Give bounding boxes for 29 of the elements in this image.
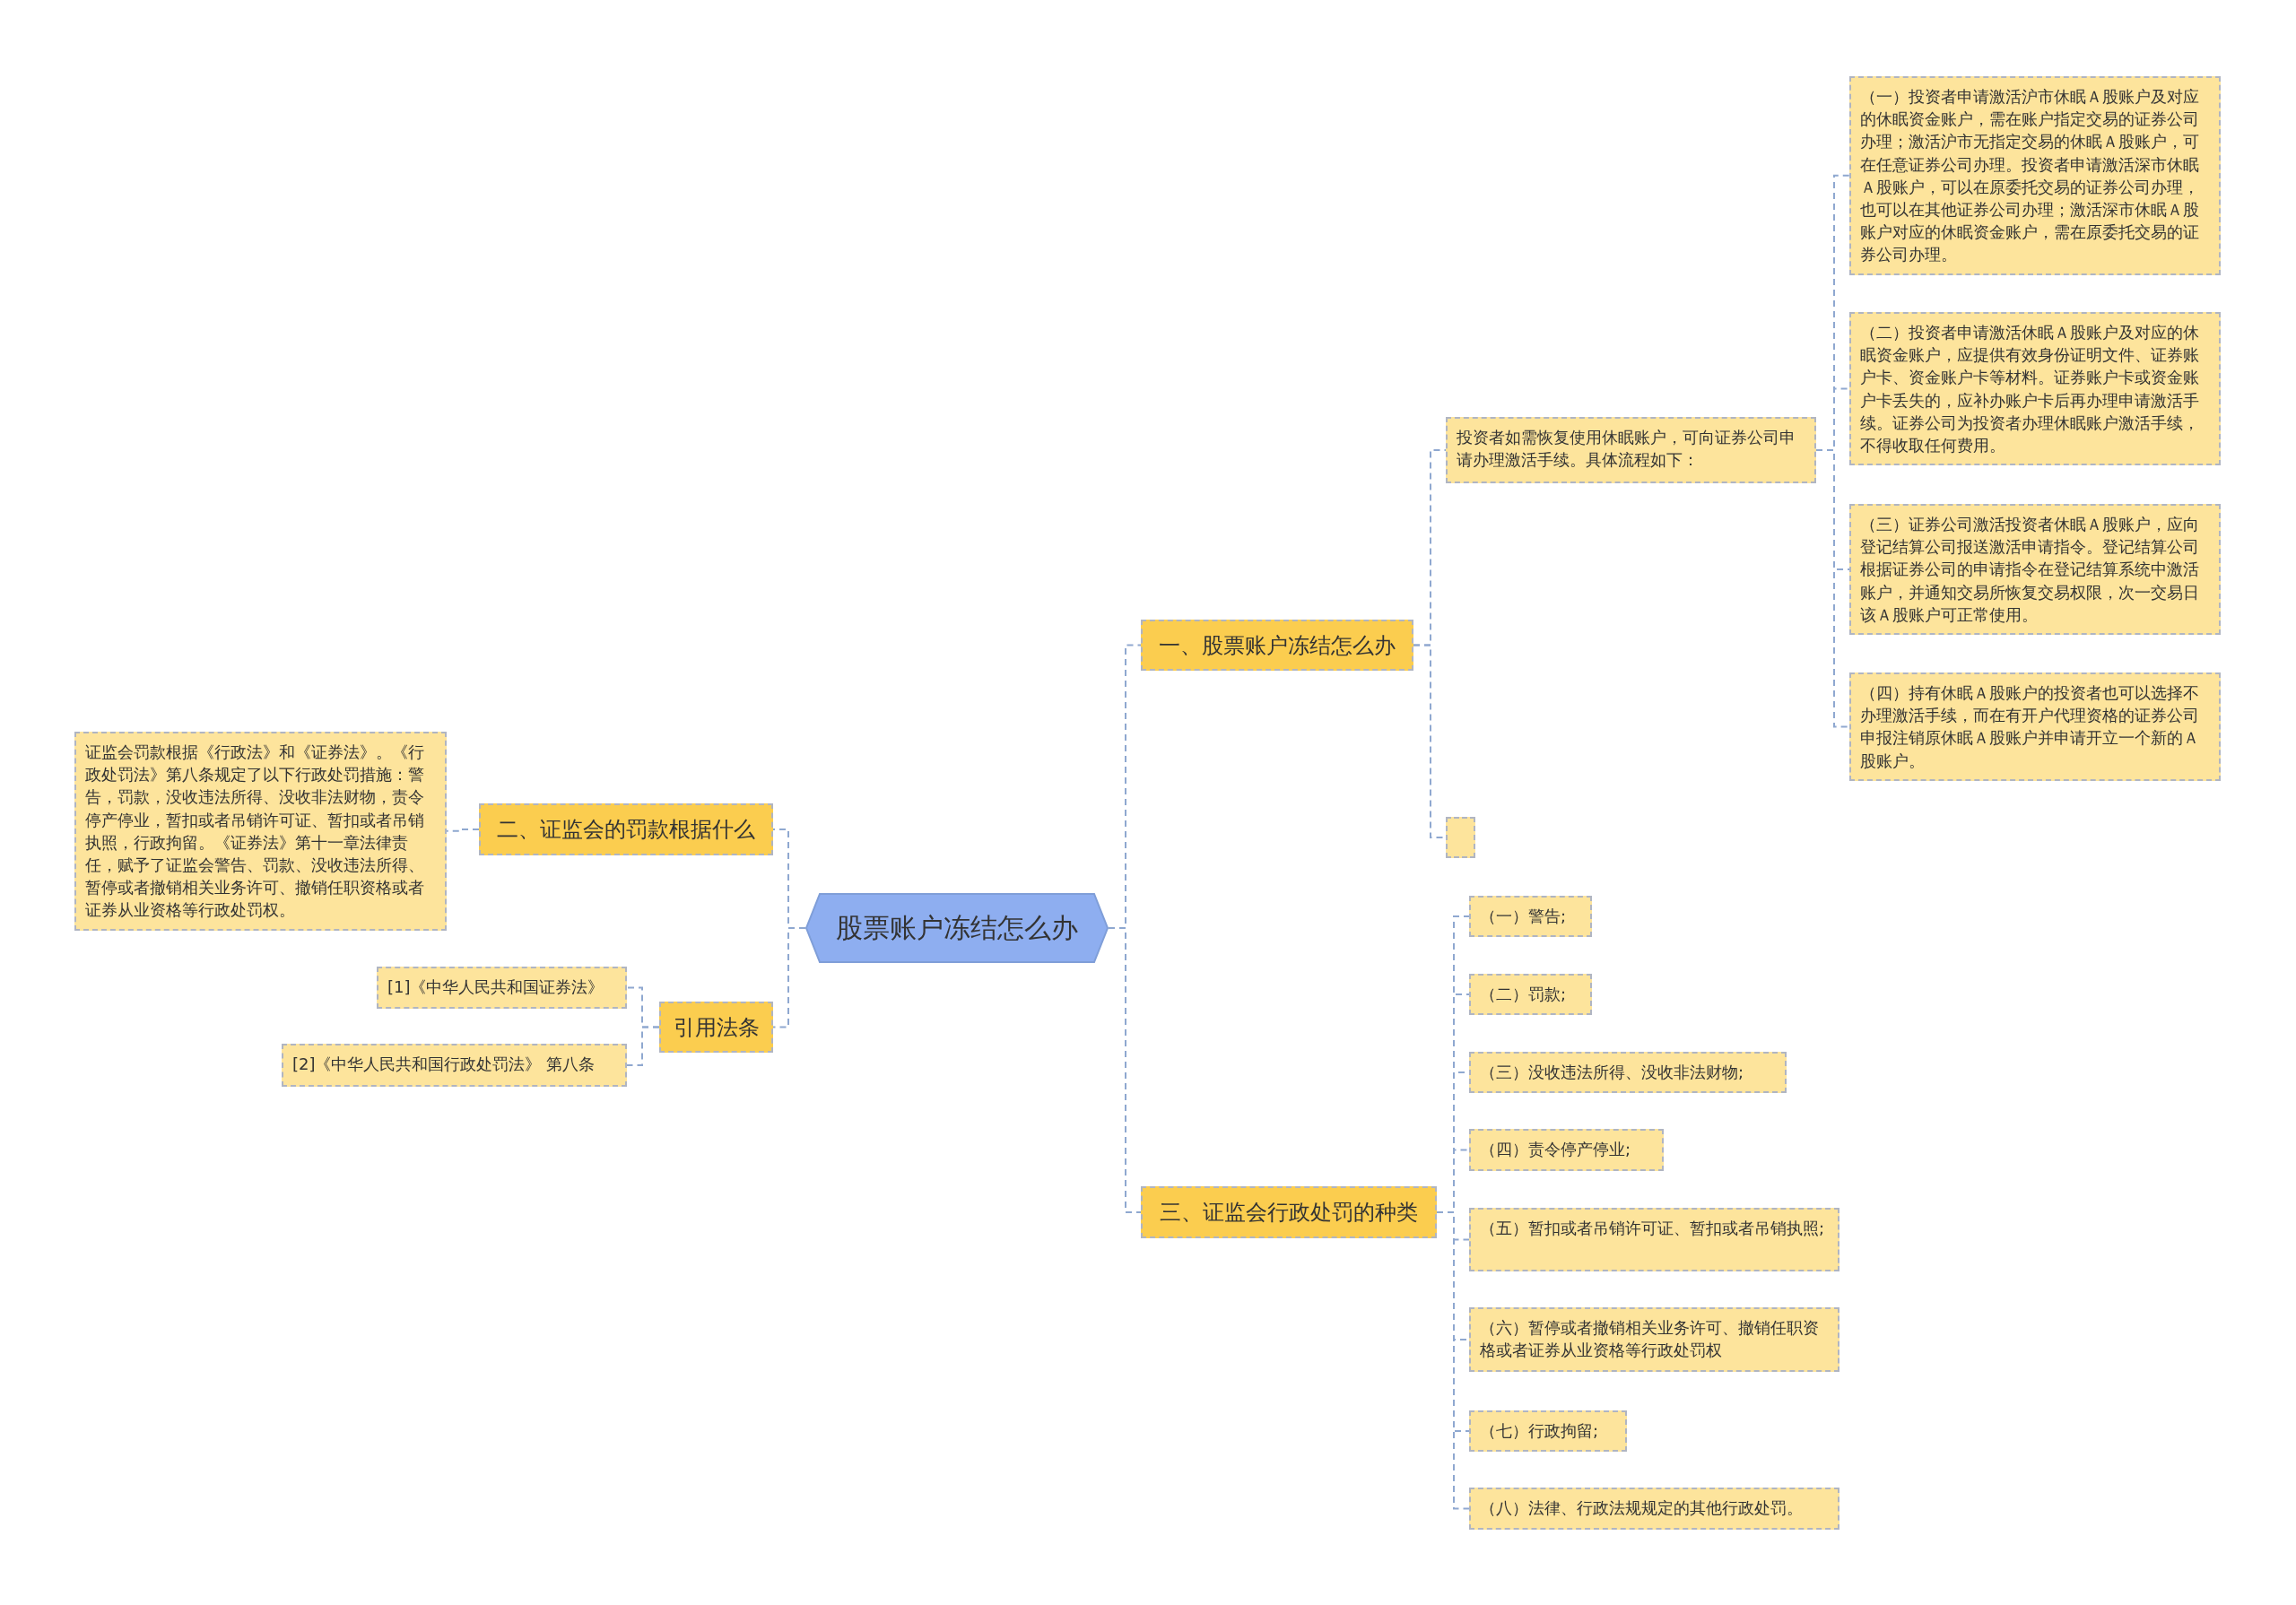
- note-box: （七）行政拘留;: [1469, 1410, 1627, 1452]
- note-box: [2]《中华人民共和国行政处罚法》 第八条: [282, 1044, 627, 1087]
- note-box: （五）暂扣或者吊销许可证、暂扣或者吊销执照;: [1469, 1208, 1839, 1271]
- note-box: 投资者如需恢复使用休眠账户，可向证券公司申请办理激活手续。具体流程如下：: [1446, 417, 1816, 483]
- note-box: （一）警告;: [1469, 896, 1592, 937]
- connector-line: [626, 1026, 660, 1066]
- note-box: （三）没收违法所得、没收非法财物;: [1469, 1052, 1787, 1093]
- connector-line: [1436, 1211, 1470, 1510]
- connector-line: [772, 927, 806, 1028]
- note-box: （四）持有休眠Ａ股账户的投资者也可以选择不办理激活手续，而在有开户代理资格的证券公司申报注销原休眠Ａ股账户并申请开立一个新的Ａ股账户。: [1849, 672, 2221, 781]
- note-box: （四）责令停产停业;: [1469, 1129, 1664, 1171]
- note-box: （二）罚款;: [1469, 974, 1592, 1015]
- branch-box: 一、股票账户冻结怎么办: [1141, 620, 1413, 671]
- connector-line: [1108, 927, 1142, 1213]
- branch-box: 二、证监会的罚款根据什么: [479, 803, 773, 855]
- note-box: [1]《中华人民共和国证券法》: [377, 967, 627, 1009]
- empty-box: [1446, 817, 1475, 858]
- note-box: （二）投资者申请激活休眠Ａ股账户及对应的休眠资金账户，应提供有效身份证明文件、证券账户卡、资金账户卡等材料。证券账户卡或资金账户卡丢失的，应补办账户卡后再办理申请激活手续。证券公司为投资者办理休眠账户激活手续，不得收取任何费用。: [1849, 312, 2221, 466]
- connector-line: [1815, 449, 1850, 728]
- note-box: （八）法律、行政法规规定的其他行政处罚。: [1469, 1488, 1839, 1530]
- note-box: （一）投资者申请激活沪市休眠Ａ股账户及对应的休眠资金账户，需在账户指定交易的证券公司办理；激活沪市无指定交易的休眠Ａ股账户，可在任意证券公司办理。投资者申请激活深市休眠Ａ股账户，可以在原委托交易的证券公司办理，也可以在其他证券公司办理；激活深市休眠Ａ股账户对应的休眠资金账户，需在原委托交易的证券公司办理。: [1849, 76, 2221, 275]
- topic-text: 股票账户冻结怎么办: [836, 910, 1078, 945]
- note-box: 证监会罚款根据《行政法》和《证券法》。《行政处罚法》第八条规定了以下行政处罚措施：警告，罚款，没收违法所得、没收非法财物，责令停产停业，暂扣或者吊销许可证、暂扣或者吊销执照，行政拘留。《证券法》第十一章法律责任，赋予了证监会警告、罚款、没收违法所得、暂停或者撤销相关业务许可、撤销任职资格或者证券从业资格等行政处罚权。: [74, 732, 447, 931]
- topic-hexagon: [805, 893, 1109, 963]
- connector-line: [446, 829, 480, 832]
- branch-box: 三、证监会行政处罚的种类: [1141, 1186, 1437, 1238]
- branch-box: 引用法条: [659, 1002, 773, 1053]
- note-box: （三）证券公司激活投资者休眠Ａ股账户，应向登记结算公司报送激活申请指令。登记结算公司根据证券公司的申请指令在登记结算系统中激活账户，并通知交易所恢复交易权限，次一交易日该Ａ股账户可正常使用。: [1849, 504, 2221, 635]
- note-box: （六）暂停或者撤销相关业务许可、撤销任职资格或者证券从业资格等行政处罚权: [1469, 1307, 1839, 1372]
